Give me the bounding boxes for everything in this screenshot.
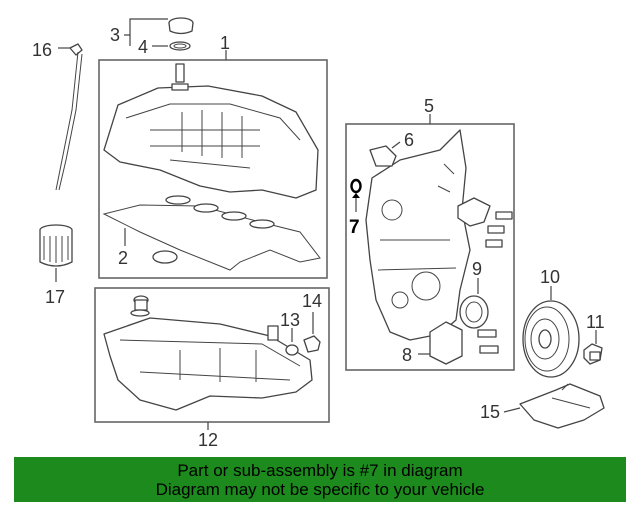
valve-cover-part[interactable] [103,63,319,199]
leader-15 [503,407,521,413]
callout-15[interactable]: 15 [480,402,500,422]
callout-6[interactable]: 6 [404,130,414,150]
parts-diagram: 16 17 3 4 1 2 [32,17,605,450]
drain-plug-part[interactable] [303,335,321,353]
callout-12[interactable]: 12 [198,430,218,450]
callout-4[interactable]: 4 [138,37,148,57]
leader-7-arrowhead [352,193,360,198]
callout-16[interactable]: 16 [32,40,52,60]
crankshaft-seal-part[interactable] [459,295,489,329]
callout-10[interactable]: 10 [540,267,560,287]
dipstick-part[interactable] [55,43,83,191]
oil-pan-group-box [94,287,330,423]
callout-9[interactable]: 9 [472,259,482,279]
footer-banner: Part or sub-assembly is #7 in diagram Di… [14,457,626,502]
oil-filter-part[interactable] [39,224,73,267]
callout-2[interactable]: 2 [118,248,128,268]
cover-gasket-part[interactable] [369,145,397,167]
callout-13[interactable]: 13 [280,310,300,330]
oil-pan-part[interactable] [103,295,313,411]
callout-5[interactable]: 5 [424,96,434,116]
callout-3[interactable]: 3 [110,25,120,45]
crankshaft-pulley-part[interactable] [522,300,580,378]
timing-bracket-part[interactable] [457,197,513,248]
leader-3 [124,18,168,36]
callout-11[interactable]: 11 [586,312,605,332]
leader-6 [391,141,401,149]
oil-filler-cap-part[interactable] [168,17,194,35]
o-ring-part[interactable] [350,178,362,194]
callout-8[interactable]: 8 [402,345,412,365]
callout-1[interactable]: 1 [220,33,230,53]
pulley-bolt-part[interactable] [583,343,603,365]
footer-line-2: Diagram may not be specific to your vehi… [155,480,485,499]
callout-14[interactable]: 14 [302,291,322,311]
baffle-plate-part[interactable] [519,383,605,429]
cover-plate-part[interactable] [429,321,463,365]
timing-bolts-part[interactable] [477,329,499,354]
valve-cover-gasket-part[interactable] [102,195,321,271]
drain-washer-part[interactable] [267,325,299,356]
callout-17[interactable]: 17 [45,287,65,307]
timing-chain-cover-part[interactable] [365,129,471,341]
callout-7[interactable]: 7 [349,217,360,238]
footer-line-1: Part or sub-assembly is #7 in diagram [177,461,463,480]
valve-cover-group-box [98,59,328,279]
cap-seal-part[interactable] [169,41,191,51]
